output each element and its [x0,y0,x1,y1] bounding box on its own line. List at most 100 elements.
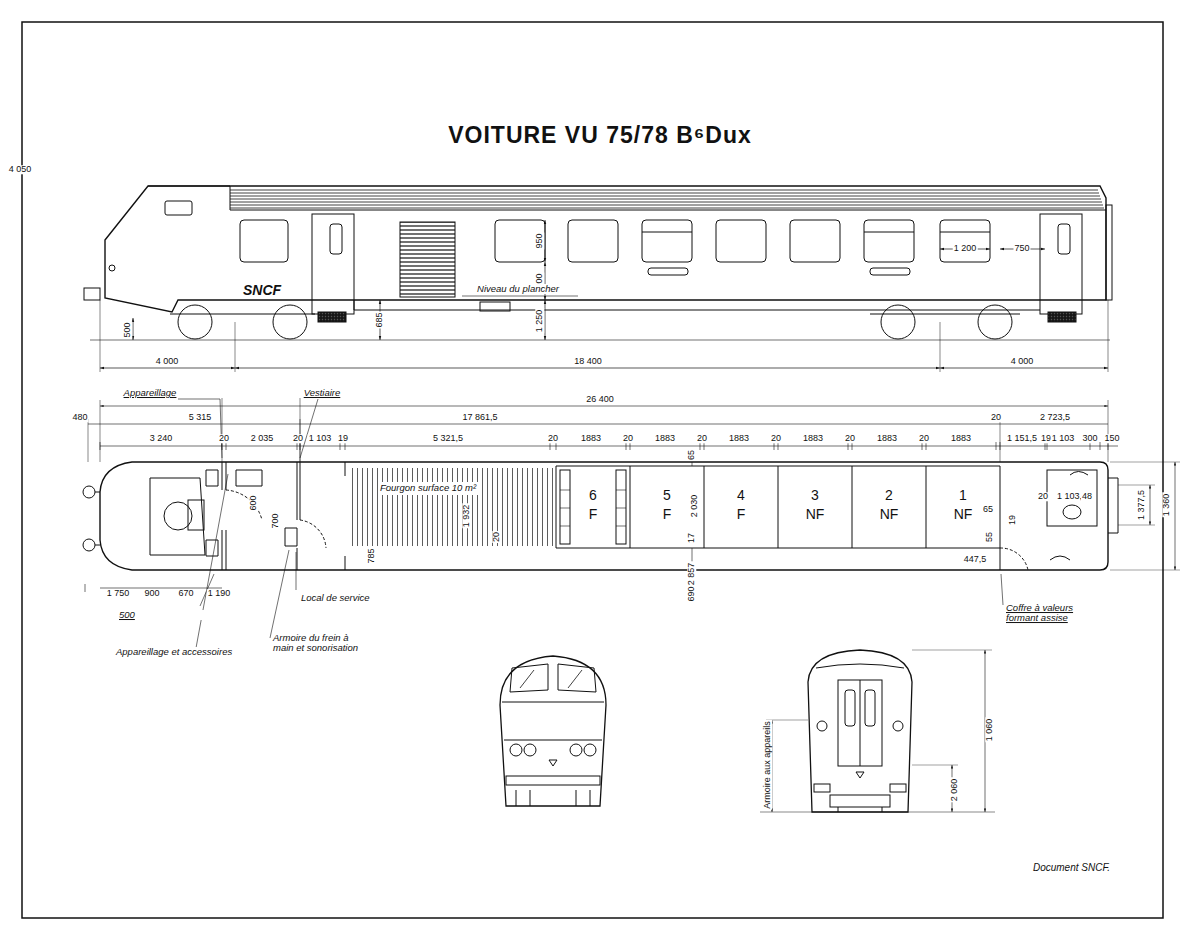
side-view-part [178,305,212,339]
end-views-part [893,721,903,731]
leader-lines-part [296,552,297,590]
dimension-value: 1883 [876,434,898,443]
side-view-part [568,220,618,262]
plan-view-part [1047,470,1097,526]
end-views-part [584,744,596,756]
dimension-value: 950 [535,232,544,249]
plan-view-part [188,500,204,530]
plan-dimensions-part [1110,462,1180,570]
compartment-box: 3 NF [778,466,852,548]
dimension-value: 1 250 [535,309,544,334]
side-view-part [273,305,307,339]
plan-view-part [345,462,346,570]
dimension-value: 65 [982,505,994,514]
plan-dimensions-part [1175,462,1176,570]
end-views-part [816,664,904,668]
side-view [84,186,1112,340]
dimension-value: 20 [990,413,1002,422]
part-label: Appareillage [123,388,178,398]
plan-dimensions-part [100,406,1108,407]
end-views [500,650,912,812]
end-views-part [502,702,604,740]
drawing-title: VOITURE VU 75/78 B⁶Dux [0,122,1200,149]
plan-dimensions-part [222,398,300,462]
part-label: Armoire du frein à main et sonorisation [272,633,364,653]
plan-view-part [226,490,262,520]
dimension-value: 1883 [802,434,824,443]
plan-view-part [1063,505,1081,519]
compartment-label: 6 F [587,486,600,524]
side-view-part [642,220,692,262]
side-view-part [109,265,115,271]
plan-view-part [556,466,1000,548]
end-view-dimensions [760,650,995,812]
end-views-part [570,744,582,756]
dimension-value: 20 [696,434,708,443]
side-view-part [1040,214,1082,314]
dimension-value: 5 321,5 [432,434,464,443]
dimension-value: 4 000 [155,357,180,366]
dimension-value: 447,5 [963,555,988,564]
dimension-value: 685 [375,311,384,328]
dimension-value: 1 200 [953,244,978,253]
side-view-part [240,220,288,262]
part-label: 500 [118,610,212,620]
plan-view-part [297,462,300,570]
dimension-value: 65 [687,449,696,461]
plan-view [83,462,1118,570]
end-view-dimensions-part [912,650,992,651]
part-label: SNCF [242,283,282,298]
dimension-value: 2 060 [950,778,959,803]
dimension-value: 19 [1008,514,1017,526]
end-views-part [520,670,582,688]
dimension-value: 18 400 [573,357,603,366]
plan-view-part [83,539,95,551]
end-views-part [830,795,890,807]
dimension-value: 480 [71,413,88,422]
plan-view-part [1108,478,1118,533]
source-caption: Document SNCF. [1033,862,1110,873]
dimension-value: 2 035 [250,434,275,443]
dimension-value: 20 [1037,492,1049,501]
dimension-lines [100,220,1108,372]
end-views-part [860,680,861,766]
plan-dimensions-part [100,446,1118,447]
part-label: Coffre à valeurs formant assise [1005,603,1082,623]
leader-lines-part [1001,574,1003,605]
side-view-part [1058,224,1070,254]
area-label: Fourgon surface 10 m² [378,482,478,495]
dimension-value: 3 240 [149,434,174,443]
side-view-part [864,220,914,262]
plan-view-part [352,468,555,546]
end-views-part [510,664,596,692]
dimension-value: 1883 [580,434,602,443]
plan-view-part [100,462,1108,570]
plan-view-part [83,486,95,498]
plan-dimensions [85,398,1180,592]
plan-view-part [206,470,218,556]
end-views-part [856,772,864,778]
dimension-value: 600 [249,494,258,511]
side-view-part [716,220,766,262]
compartment-label: 4 F [735,486,748,524]
dimension-value: 1 932 [462,504,471,529]
end-view-dimensions-part [912,765,958,766]
dimension-value: 55 [985,531,994,543]
dimension-value: 19 [337,434,349,443]
side-view-part [881,305,915,339]
side-view-part [354,300,1040,310]
end-views-part [516,790,590,806]
leader-lines-part [300,399,318,458]
dimension-value: 500 [123,321,132,338]
dimension-value: 150 [1103,434,1120,443]
dimension-value: 20 [492,531,501,543]
dimension-value: 300 [1081,434,1098,443]
side-view-part [978,305,1012,339]
dimension-value: 1 360 [1162,493,1171,518]
dimension-lines-part [100,368,235,369]
dimension-value: 4 000 [1010,357,1035,366]
plan-view-part [222,462,226,570]
dimension-value: 1 103 [1051,434,1076,443]
side-view-part [642,232,990,233]
